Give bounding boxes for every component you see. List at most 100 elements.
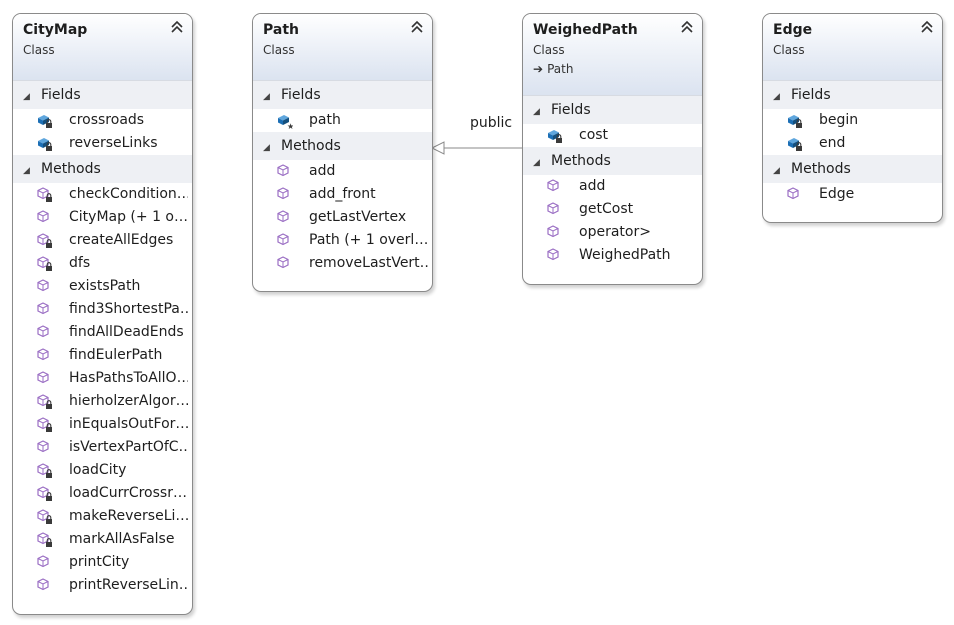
fields-section-header[interactable]: ◢ Fields [13, 81, 192, 109]
class-stereotype: Class [533, 43, 565, 57]
method-item[interactable]: WeighedPath [523, 244, 702, 267]
base-class: ➔Path [533, 61, 692, 77]
public-method-icon [277, 187, 293, 203]
expand-triangle-icon[interactable]: ◢ [773, 166, 780, 176]
method-item[interactable]: checkCondition… [13, 183, 192, 206]
private-method-icon [37, 233, 53, 249]
method-name: CityMap (+ 1 o… [69, 209, 188, 225]
expand-triangle-icon[interactable]: ◢ [533, 158, 540, 168]
method-item[interactable]: Edge [763, 183, 942, 206]
collapse-chevron-icon[interactable] [920, 19, 934, 33]
method-item[interactable]: dfs [13, 252, 192, 275]
method-item[interactable]: getLastVertex [253, 206, 432, 229]
method-item[interactable]: getCost [523, 198, 702, 221]
svg-text:★: ★ [287, 122, 293, 129]
private-field-icon [787, 136, 803, 152]
method-item[interactable]: findEulerPath [13, 344, 192, 367]
field-name: cost [579, 127, 609, 143]
method-item[interactable]: findAllDeadEnds [13, 321, 192, 344]
private-method-icon [37, 463, 53, 479]
public-method-icon [37, 210, 53, 226]
method-name: existsPath [69, 278, 141, 294]
expand-triangle-icon[interactable]: ◢ [23, 92, 30, 102]
method-item[interactable]: add [523, 175, 702, 198]
field-item[interactable]: crossroads [13, 109, 192, 132]
public-method-icon [37, 555, 53, 571]
method-item[interactable]: CityMap (+ 1 o… [13, 206, 192, 229]
method-name: isVertexPartOfC… [69, 439, 188, 455]
public-method-icon [37, 371, 53, 387]
method-name: find3ShortestPa… [69, 301, 188, 317]
method-item[interactable]: find3ShortestPa… [13, 298, 192, 321]
method-item[interactable]: printReverseLin… [13, 574, 192, 597]
method-item[interactable]: existsPath [13, 275, 192, 298]
public-method-icon [37, 302, 53, 318]
expand-triangle-icon[interactable]: ◢ [773, 92, 780, 102]
collapse-chevron-icon[interactable] [170, 19, 184, 33]
fields-section-header[interactable]: ◢Fields [763, 81, 942, 109]
method-item[interactable]: add_front [253, 183, 432, 206]
class-header[interactable]: Path Class [253, 14, 432, 81]
class-stereotype: Class [263, 43, 295, 57]
field-item[interactable]: end [763, 132, 942, 155]
method-item[interactable]: loadCity [13, 459, 192, 482]
method-item[interactable]: markAllAsFalse [13, 528, 192, 551]
expand-triangle-icon[interactable]: ◢ [533, 107, 540, 117]
method-item[interactable]: makeReverseLi… [13, 505, 192, 528]
method-item[interactable]: operator> [523, 221, 702, 244]
method-item[interactable]: add [253, 160, 432, 183]
expand-triangle-icon[interactable]: ◢ [23, 166, 30, 176]
public-method-icon [37, 440, 53, 456]
collapse-chevron-icon[interactable] [680, 19, 694, 33]
method-name: makeReverseLi… [69, 508, 188, 524]
field-item[interactable]: begin [763, 109, 942, 132]
class-header[interactable]: WeighedPath Class ➔Path [523, 14, 702, 96]
fields-section-header[interactable]: ◢Fields [523, 96, 702, 124]
field-item[interactable]: ★path [253, 109, 432, 132]
field-item[interactable]: reverseLinks [13, 132, 192, 155]
method-item[interactable]: isVertexPartOfC… [13, 436, 192, 459]
class-weighedpath[interactable]: WeighedPath Class ➔Path ◢Fields cost ◢Me… [522, 13, 703, 285]
fields-label: Fields [281, 87, 321, 103]
public-method-icon [37, 578, 53, 594]
expand-triangle-icon[interactable]: ◢ [263, 143, 270, 153]
method-item[interactable]: loadCurrCrossr… [13, 482, 192, 505]
method-item[interactable]: removeLastVert… [253, 252, 432, 275]
method-item[interactable]: HasPathsToAllO… [13, 367, 192, 390]
method-item[interactable]: createAllEdges [13, 229, 192, 252]
method-name: Path (+ 1 overl… [309, 232, 428, 248]
methods-label: Methods [281, 138, 341, 154]
field-item[interactable]: cost [523, 124, 702, 147]
methods-section-header[interactable]: ◢ Methods [253, 132, 432, 160]
method-item[interactable]: hierholzerAlgor… [13, 390, 192, 413]
public-method-icon [37, 325, 53, 341]
method-name: printCity [69, 554, 130, 570]
class-edge[interactable]: Edge Class ◢Fields begin end ◢ Methods Edg… [762, 13, 943, 223]
method-name: HasPathsToAllO… [69, 370, 188, 386]
methods-section-header[interactable]: ◢ Methods [763, 155, 942, 183]
private-field-icon [37, 113, 53, 129]
collapse-chevron-icon[interactable] [410, 19, 424, 33]
method-item[interactable]: Path (+ 1 overl… [253, 229, 432, 252]
method-name: hierholzerAlgor… [69, 393, 188, 409]
class-stereotype: Class [23, 43, 55, 57]
method-name: markAllAsFalse [69, 531, 175, 547]
private-method-icon [37, 509, 53, 525]
methods-label: Methods [791, 161, 851, 177]
class-header[interactable]: Edge Class [763, 14, 942, 81]
public-method-icon [37, 348, 53, 364]
field-name: begin [819, 112, 859, 128]
expand-triangle-icon[interactable]: ◢ [263, 92, 270, 102]
public-method-icon [547, 248, 563, 264]
method-item[interactable]: printCity [13, 551, 192, 574]
class-header[interactable]: CityMap Class [13, 14, 192, 81]
public-method-icon [277, 233, 293, 249]
fields-section-header[interactable]: ◢ Fields [253, 81, 432, 109]
method-item[interactable]: inEqualsOutFor… [13, 413, 192, 436]
methods-section-header[interactable]: ◢Methods [523, 147, 702, 175]
methods-section-header[interactable]: ◢Methods [13, 155, 192, 183]
class-path[interactable]: Path Class ◢ Fields ★path ◢ Methods addadd… [252, 13, 433, 292]
fields-label: Fields [41, 87, 81, 103]
private-method-icon [37, 417, 53, 433]
